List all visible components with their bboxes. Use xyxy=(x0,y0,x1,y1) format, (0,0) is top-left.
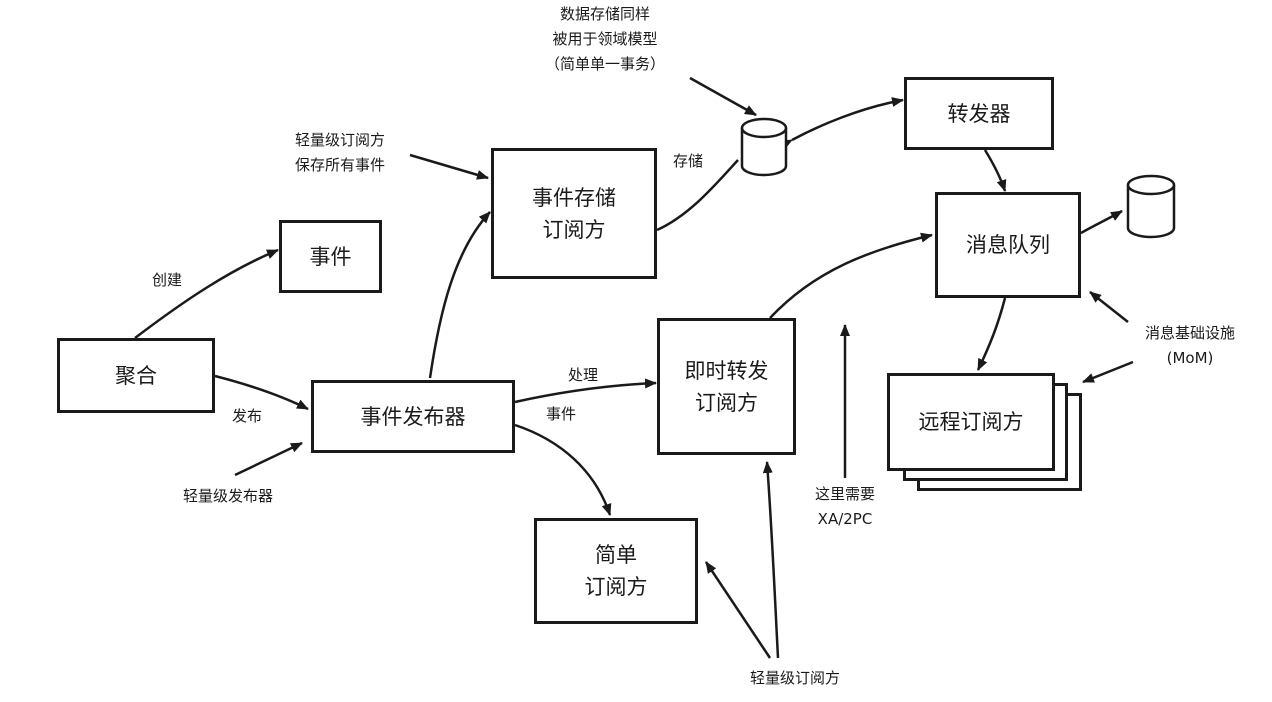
arrow-publisher-to-simple-subscriber xyxy=(514,423,612,516)
arrow-aggregate-to-event xyxy=(134,248,279,339)
message-queue-datastore-icon xyxy=(1126,174,1176,239)
pointer-note-to-datastore xyxy=(689,76,757,117)
message-queue-box: 消息队列 xyxy=(935,192,1081,298)
event-publisher-box: 事件发布器 xyxy=(311,380,515,453)
aggregate-box: 聚合 xyxy=(57,338,215,413)
arrow-publisher-to-instant-forward xyxy=(514,378,657,404)
pointer-note-to-event-store xyxy=(409,153,489,180)
lightweight-subscriber-note: 轻量级订阅方 xyxy=(749,669,840,687)
remote-subscriber-box: 远程订阅方 xyxy=(887,373,1055,471)
arrow-aggregate-to-publisher xyxy=(214,374,309,411)
forwarder-box: 转发器 xyxy=(904,77,1054,150)
lightweight-publisher-note: 轻量级发布器 xyxy=(182,487,273,505)
arrow-datastore-to-forwarder xyxy=(779,97,904,150)
datastore-icon xyxy=(740,117,788,177)
publish-label: 发布 xyxy=(232,407,263,425)
simple-subscriber-box: 简单 订阅方 xyxy=(534,518,698,624)
mom-note: 消息基础设施 (MoM) xyxy=(1144,324,1235,367)
pointer-mom-to-message-queue xyxy=(1089,291,1129,323)
arrow-forwarder-to-message-queue xyxy=(983,149,1007,192)
arrow-publisher-to-event-store-subscriber xyxy=(428,211,491,379)
store-label: 存储 xyxy=(673,152,704,170)
pointer-note-to-publisher xyxy=(234,441,303,477)
datastore-note: 数据存储同样 被用于领域模型 （简单单一事务） xyxy=(544,5,665,73)
pointer-bottom-to-instant-forward xyxy=(762,461,780,659)
arrow-message-queue-to-remote-subscriber xyxy=(976,297,1007,371)
event-box: 事件 xyxy=(279,220,382,293)
pointer-mom-to-remote-subscriber xyxy=(1082,360,1134,384)
instant-forward-subscriber-box: 即时转发 订阅方 xyxy=(657,318,796,455)
arrow-message-queue-to-datastore2 xyxy=(1068,209,1123,243)
event-store-subscriber-box: 事件存储 订阅方 xyxy=(491,148,657,279)
xa-2pc-note: 这里需要 XA/2PC xyxy=(814,485,875,528)
line-event-store-to-datastore xyxy=(656,159,739,232)
arrow-instant-forward-to-message-queue xyxy=(769,232,933,319)
event-label: 事件 xyxy=(546,405,577,423)
handle-label: 处理 xyxy=(568,366,599,384)
lightweight-subscriber-saves-all-note: 轻量级订阅方 保存所有事件 xyxy=(294,131,385,174)
create-label: 创建 xyxy=(152,271,183,289)
pointer-bottom-to-simple-subscriber xyxy=(704,561,772,659)
